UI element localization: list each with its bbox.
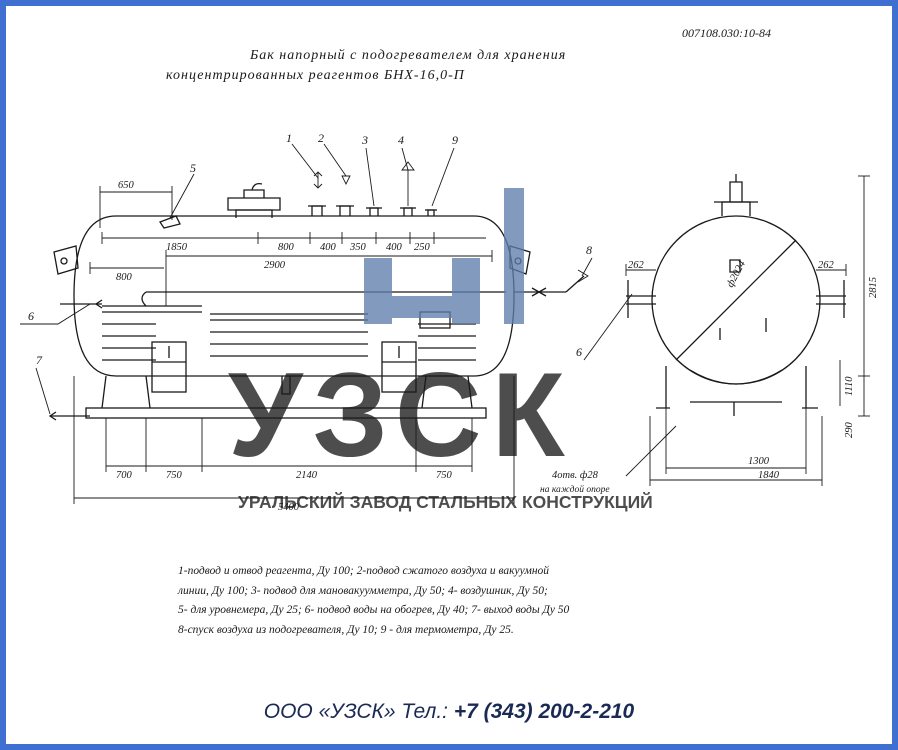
dim-262b: 262 bbox=[818, 260, 835, 271]
dim-350: 350 bbox=[349, 242, 367, 253]
dim-2815: 2815 bbox=[868, 277, 879, 298]
note-holes: 4отв. ф28 bbox=[552, 470, 599, 481]
end-view-tank bbox=[626, 174, 846, 416]
dim-d2024: ф2024 bbox=[725, 258, 748, 289]
drawing-title-line-1: Бак напорный с подогревателем для хранен… bbox=[250, 48, 567, 63]
callout-6-end: 6 bbox=[576, 345, 582, 359]
dim-800-top: 800 bbox=[278, 242, 295, 253]
callout-9: 9 bbox=[452, 133, 458, 147]
dim-750b: 750 bbox=[436, 470, 453, 481]
technical-drawing: 650 1850 800 400 350 400 250 2900 800 70… bbox=[6, 6, 892, 696]
legend-line: 8-спуск воздуха из подогревателя, Ду 10;… bbox=[178, 623, 514, 636]
legend-line: 5- для уровнемера, Ду 25; 6- подвод воды… bbox=[178, 604, 570, 616]
dim-650: 650 bbox=[118, 180, 135, 191]
watermark: УЗСК УРАЛЬСКИЙ ЗАВОД СТАЛЬНЫХ КОНСТРУКЦИ… bbox=[228, 188, 653, 512]
dim-1110: 1110 bbox=[844, 376, 855, 396]
callout-4: 4 bbox=[398, 133, 404, 147]
footer-phone[interactable]: +7 (343) 200-2-210 bbox=[453, 700, 635, 723]
dim-1850: 1850 bbox=[166, 242, 188, 253]
doc-code: 007108.030:10-84 bbox=[682, 26, 771, 40]
dim-290: 290 bbox=[844, 422, 855, 439]
side-dimensions bbox=[73, 186, 515, 504]
callout-5: 5 bbox=[190, 161, 196, 175]
dim-2900: 2900 bbox=[264, 260, 286, 271]
dim-250: 250 bbox=[414, 242, 431, 253]
legend: 1-подвод и отвод реагента, Ду 100; 2-под… bbox=[178, 562, 778, 640]
callout-3: 3 bbox=[361, 133, 368, 147]
callout-8: 8 bbox=[586, 243, 592, 257]
legend-line: линии, Ду 100; 3- подвод для мановакуумм… bbox=[178, 584, 548, 597]
drawing-title-line-2: концентрированных реагентов БНХ-16,0-П bbox=[166, 68, 465, 83]
callout-2: 2 bbox=[318, 131, 324, 145]
watermark-subtitle: УРАЛЬСКИЙ ЗАВОД СТАЛЬНЫХ КОНСТРУКЦИЙ bbox=[238, 491, 653, 512]
callout-7: 7 bbox=[36, 353, 43, 367]
dim-1300: 1300 bbox=[748, 456, 770, 467]
callout-1: 1 bbox=[286, 131, 292, 145]
end-dimensions bbox=[625, 175, 870, 486]
footer: ООО «УЗСК» Тел.: +7 (343) 200-2-210 bbox=[0, 700, 898, 724]
dim-262a: 262 bbox=[628, 260, 645, 271]
note-each-support: на каждой опоре bbox=[540, 484, 610, 495]
dim-800: 800 bbox=[116, 272, 133, 283]
dim-5400: 5400 bbox=[278, 502, 300, 513]
callout-leaders bbox=[20, 143, 633, 415]
dim-400b: 400 bbox=[386, 242, 403, 253]
footer-company: ООО «УЗСК» Тел.: bbox=[263, 700, 454, 723]
callout-6: 6 bbox=[28, 309, 34, 323]
dim-700: 700 bbox=[116, 470, 133, 481]
watermark-letters: УЗСК bbox=[228, 348, 575, 482]
legend-line: 1-подвод и отвод реагента, Ду 100; 2-под… bbox=[178, 565, 550, 577]
drawing-svg: 650 1850 800 400 350 400 250 2900 800 70… bbox=[20, 131, 879, 513]
dim-2140: 2140 bbox=[296, 470, 318, 481]
dim-400a: 400 bbox=[320, 242, 337, 253]
dim-750a: 750 bbox=[166, 470, 183, 481]
dim-1840: 1840 bbox=[758, 470, 780, 481]
